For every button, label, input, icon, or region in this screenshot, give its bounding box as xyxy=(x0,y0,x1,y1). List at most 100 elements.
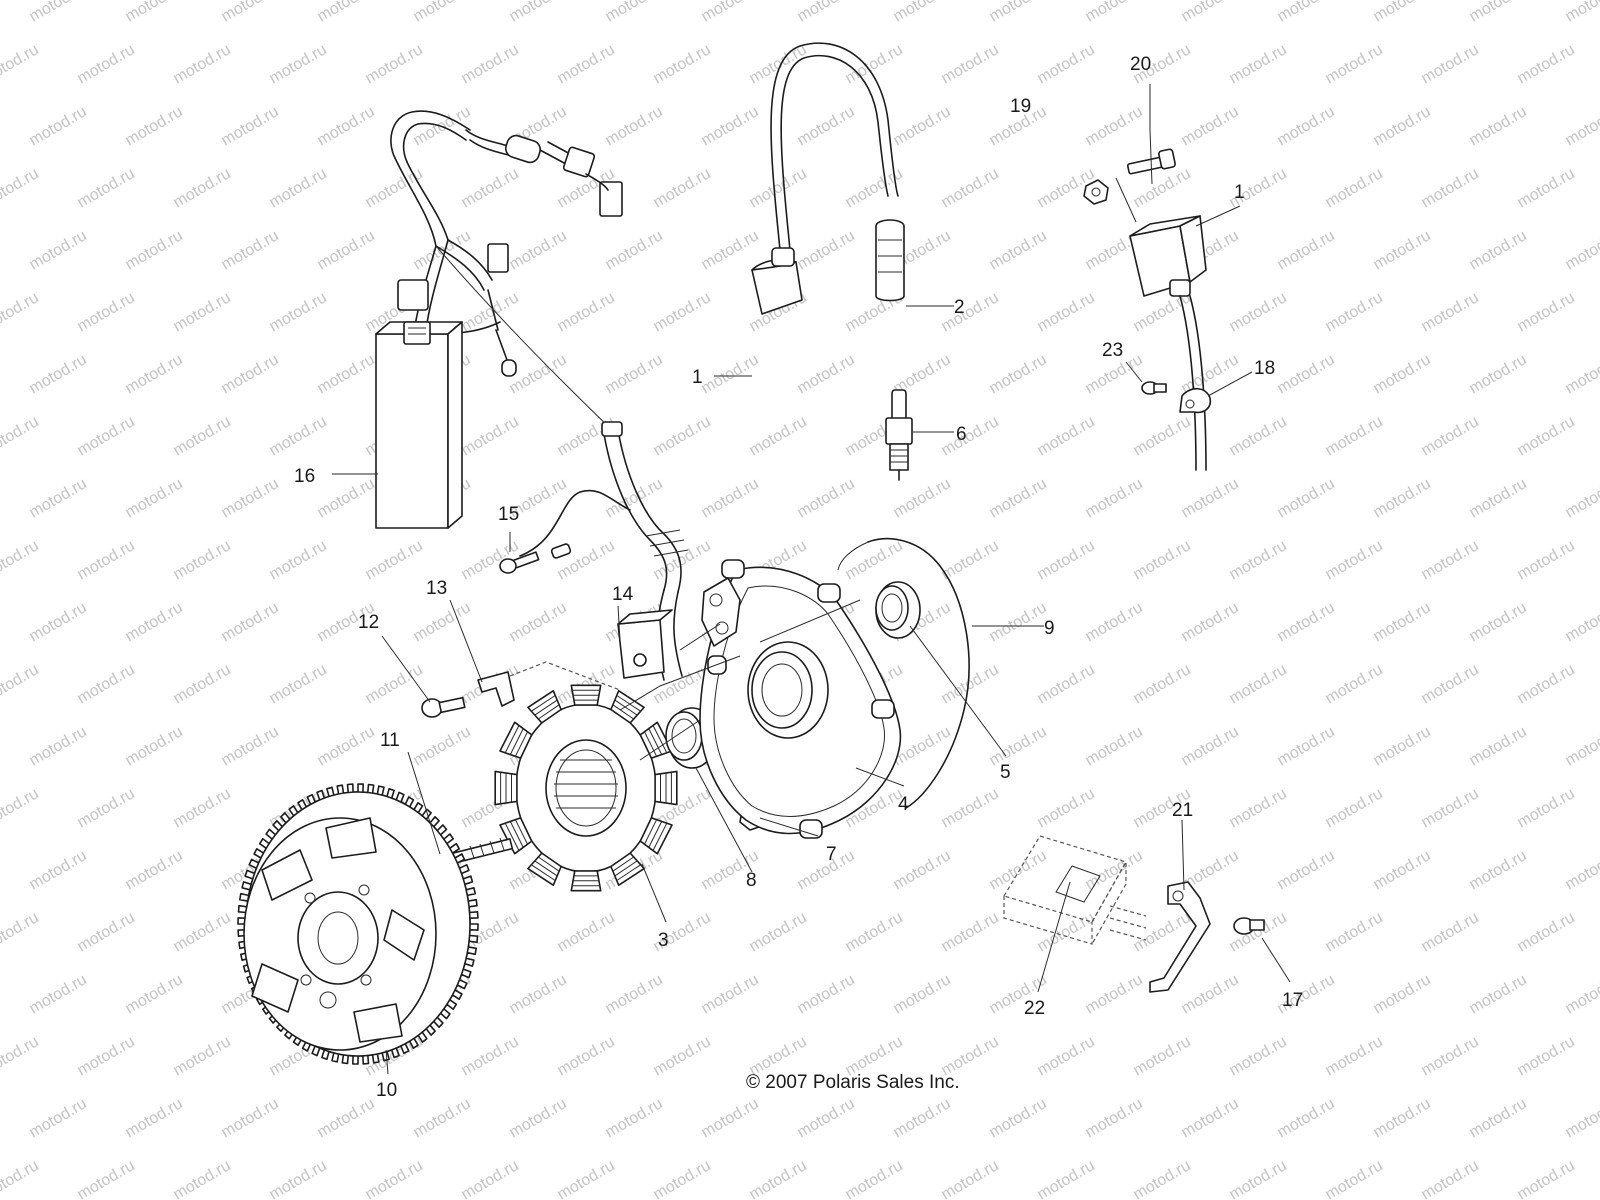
watermark-text: motod.ru xyxy=(27,723,90,769)
stator-pole xyxy=(610,852,645,886)
watermark-text: motod.ru xyxy=(747,1157,810,1200)
watermark-text: motod.ru xyxy=(1131,413,1194,459)
watermark-text: motod.ru xyxy=(1515,661,1578,707)
watermark-text: motod.ru xyxy=(651,1157,714,1200)
watermark-text: motod.ru xyxy=(459,1033,522,1079)
watermark-text: motod.ru xyxy=(0,661,42,707)
alignment-lines xyxy=(619,599,861,761)
watermark-text: motod.ru xyxy=(891,103,954,149)
watermark-text: motod.ru xyxy=(123,227,186,273)
watermark-text: motod.ru xyxy=(459,1157,522,1200)
callout-16: 16 xyxy=(294,466,315,487)
stator-lamination xyxy=(648,821,663,848)
watermark-text: motod.ru xyxy=(171,41,234,87)
stator-lamination xyxy=(538,856,560,872)
watermark-text: motod.ru xyxy=(1563,599,1600,645)
watermark-text: motod.ru xyxy=(987,599,1050,645)
watermark-text: motod.ru xyxy=(459,41,522,87)
callout-2: 2 xyxy=(954,297,965,318)
stator-lamination xyxy=(538,704,560,720)
copyright-notice: © 2007 Polaris Sales Inc. xyxy=(746,1072,960,1093)
watermark-text: motod.ru xyxy=(1083,0,1146,25)
watermark-text: motod.ru xyxy=(27,103,90,149)
watermark-text: motod.ru xyxy=(987,847,1050,893)
callout-14: 14 xyxy=(612,584,634,605)
stator-lamination xyxy=(509,821,524,848)
watermark-text: motod.ru xyxy=(987,351,1050,397)
stator-lamination xyxy=(504,725,520,754)
watermark-text: motod.ru xyxy=(555,41,618,87)
watermark-text: motod.ru xyxy=(891,847,954,893)
stator-lamination xyxy=(644,731,658,757)
callout-19: 19 xyxy=(1010,96,1031,117)
watermark-text: motod.ru xyxy=(0,537,42,583)
watermark-text: motod.ru xyxy=(1179,723,1242,769)
watermark-text: motod.ru xyxy=(1419,661,1482,707)
callout-20: 20 xyxy=(1130,54,1151,75)
watermark-text: motod.ru xyxy=(267,1157,330,1200)
watermark-text: motod.ru xyxy=(1275,351,1338,397)
screw-23 xyxy=(1141,381,1167,395)
stator-lamination xyxy=(614,860,638,877)
watermark-text: motod.ru xyxy=(1275,475,1338,521)
watermark-text: motod.ru xyxy=(651,165,714,211)
watermark-text: motod.ru xyxy=(1275,599,1338,645)
watermark-text: motod.ru xyxy=(1515,1157,1578,1200)
watermark-text: motod.ru xyxy=(843,537,906,583)
ignition-coil-right xyxy=(1129,215,1207,471)
watermark-text: motod.ru xyxy=(1563,103,1600,149)
watermark-text: motod.ru xyxy=(1083,1095,1146,1141)
watermark-text: motod.ru xyxy=(27,475,90,521)
watermark-text: motod.ru xyxy=(267,661,330,707)
watermark-text: motod.ru xyxy=(699,351,762,397)
watermark-text: motod.ru xyxy=(795,1095,858,1141)
watermark-text: motod.ru xyxy=(1323,1157,1386,1200)
screw-12 xyxy=(421,696,466,718)
watermark-text: motod.ru xyxy=(123,0,186,25)
stator-lamination xyxy=(531,864,556,881)
callout-7: 7 xyxy=(826,844,837,865)
watermark-text: motod.ru xyxy=(1563,1095,1600,1141)
watermark-text: motod.ru xyxy=(0,165,42,211)
watermark-text: motod.ru xyxy=(891,1095,954,1141)
watermark-text: motod.ru xyxy=(1371,351,1434,397)
watermark-text: motod.ru xyxy=(987,1095,1050,1141)
bearing-5 xyxy=(875,581,921,639)
watermark-text: motod.ru xyxy=(363,165,426,211)
watermark-text: motod.ru xyxy=(747,413,810,459)
watermark-text: motod.ru xyxy=(123,103,186,149)
watermark-text: motod.ru xyxy=(1227,909,1290,955)
watermark-text: motod.ru xyxy=(747,165,810,211)
stator-lamination xyxy=(612,856,634,872)
spark-plug xyxy=(885,389,913,481)
watermark-text: motod.ru xyxy=(747,41,810,87)
watermark-text: motod.ru xyxy=(1419,165,1482,211)
watermark-text: motod.ru xyxy=(507,227,570,273)
watermark-text: motod.ru xyxy=(1275,847,1338,893)
watermark-text: motod.ru xyxy=(1419,41,1482,87)
leader-lines xyxy=(332,84,1291,1075)
watermark-text: motod.ru xyxy=(1467,351,1530,397)
watermark-text: motod.ru xyxy=(555,1033,618,1079)
watermark-text: motod.ru xyxy=(699,227,762,273)
callout-18: 18 xyxy=(1254,358,1275,379)
watermark-text: motod.ru xyxy=(939,41,1002,87)
watermark-text: motod.ru xyxy=(1563,227,1600,273)
watermark-text: motod.ru xyxy=(171,537,234,583)
watermark-text: motod.ru xyxy=(267,537,330,583)
callout-22: 22 xyxy=(1024,998,1045,1019)
watermark-text: motod.ru xyxy=(27,351,90,397)
watermark-text: motod.ru xyxy=(603,1095,666,1141)
stator-pole xyxy=(499,817,533,855)
callout-17: 17 xyxy=(1282,990,1303,1011)
watermark-text: motod.ru xyxy=(1371,971,1434,1017)
watermark-text: motod.ru xyxy=(123,351,186,397)
watermark-text: motod.ru xyxy=(1419,1157,1482,1200)
watermark-text: motod.ru xyxy=(939,909,1002,955)
stator-lamination xyxy=(652,822,668,851)
watermark-text: motod.ru xyxy=(1515,909,1578,955)
watermark-text: motod.ru xyxy=(1083,103,1146,149)
watermark-text: motod.ru xyxy=(315,475,378,521)
watermark-text: motod.ru xyxy=(555,909,618,955)
watermark-text: motod.ru xyxy=(507,599,570,645)
